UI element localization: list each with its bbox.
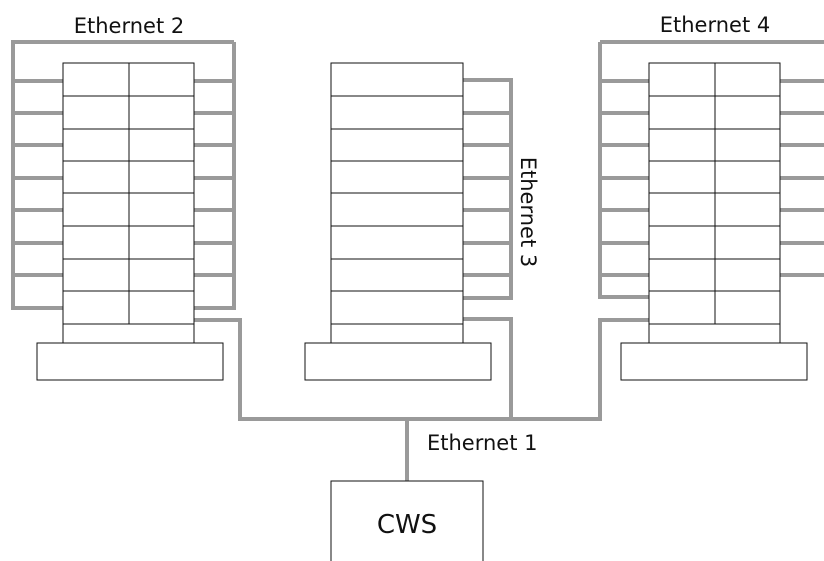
ethernet-4-cabling xyxy=(598,40,824,299)
ethernet-1-middle-drop xyxy=(463,317,513,419)
rack-middle-cabinet xyxy=(330,62,464,344)
ethernet-1-label: Ethernet 1 xyxy=(427,431,538,455)
rack-left xyxy=(11,40,236,381)
ethernet-3-cabling xyxy=(463,78,513,300)
rack-right-base xyxy=(620,342,808,381)
ethernet-2-cabling xyxy=(11,40,236,310)
rack-middle-slots xyxy=(331,95,463,325)
rack-middle xyxy=(304,62,513,381)
rack-left-base xyxy=(36,342,224,381)
rack-right xyxy=(598,40,824,381)
cws-label: CWS xyxy=(377,510,437,540)
ethernet-3-trunk xyxy=(463,78,513,300)
ethernet-4-label: Ethernet 4 xyxy=(660,13,771,37)
ethernet-2-label: Ethernet 2 xyxy=(74,14,185,38)
ethernet-1-main-bus xyxy=(194,318,649,421)
rack-right-slots xyxy=(649,63,780,325)
rack-left-slots xyxy=(63,63,194,325)
ethernet-1-bus xyxy=(194,317,649,481)
ethernet-2-trunk xyxy=(11,40,234,310)
ethernet-3-label: Ethernet 3 xyxy=(516,157,540,268)
ethernet-2-right-trunk xyxy=(194,42,236,310)
rack-middle-base xyxy=(304,342,492,381)
ethernet-4-left-trunk xyxy=(598,42,649,299)
cws-box xyxy=(330,480,484,561)
